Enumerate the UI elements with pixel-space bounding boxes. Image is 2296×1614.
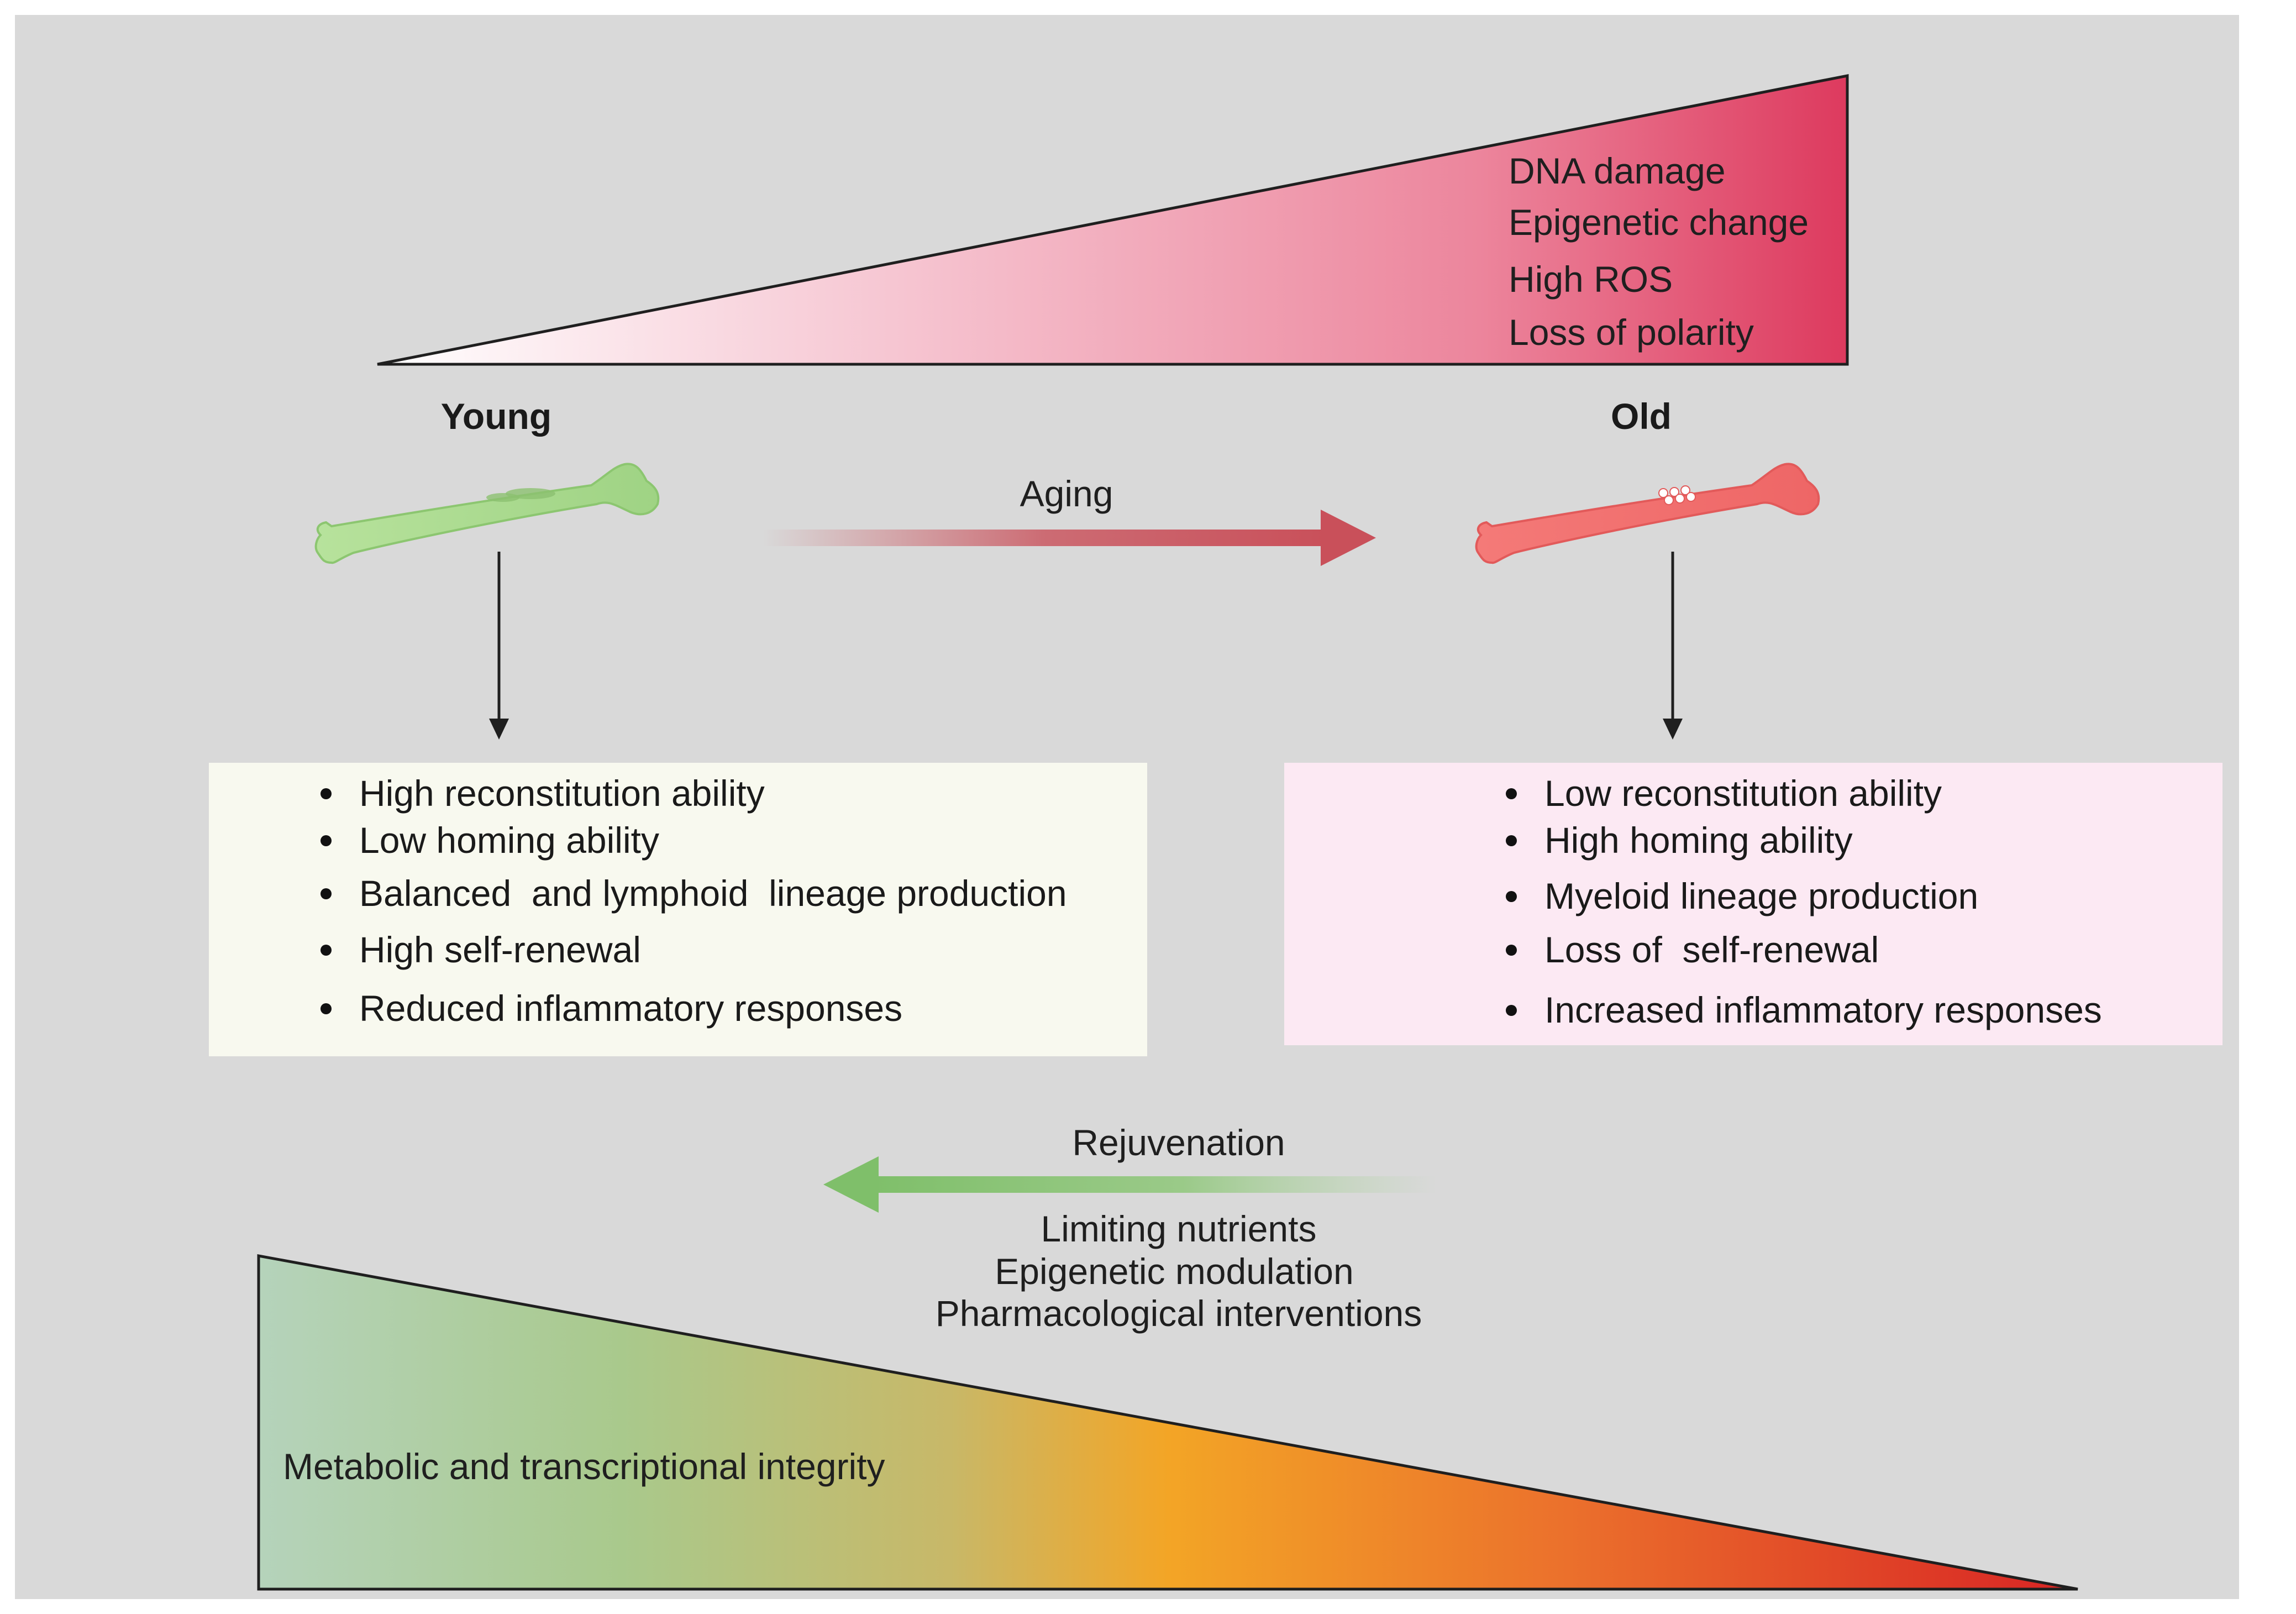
old-traits-panel: Low reconstitution ability High homing a… [1284, 763, 2223, 1045]
bullet-icon [1506, 945, 1517, 956]
young-label: Young [440, 396, 552, 437]
aging-arrow [763, 510, 1376, 566]
aging-factor-2: High ROS [1509, 259, 1673, 300]
old-trait-item: Increased inflammatory responses [1506, 992, 2102, 1028]
rejuvenation-label: Rejuvenation [1072, 1122, 1285, 1163]
young-traits-panel-bg [209, 763, 1147, 1056]
rejuvenation-arrow [823, 1156, 1437, 1213]
old-trait-item: Low reconstitution ability [1506, 775, 1942, 811]
young-trait-item: Balanced and lymphoid lineage production [321, 875, 1067, 911]
aging-factor-0: DNA damage [1509, 150, 1726, 191]
old-trait-item: Myeloid lineage production [1506, 878, 1978, 914]
old-bone-icon [1475, 463, 1820, 564]
young-down-arrow [489, 552, 509, 740]
bullet-icon [321, 888, 332, 899]
bullet-icon [1506, 835, 1517, 846]
intervention-0: Limiting nutrients [1041, 1208, 1317, 1249]
old-down-arrow [1663, 552, 1683, 740]
bullet-icon [1506, 1005, 1517, 1016]
aging-arrow-label: Aging [1020, 473, 1113, 514]
aging-factors-triangle [377, 74, 1849, 366]
young-trait-item: High reconstitution ability [321, 775, 765, 811]
integrity-label: Metabolic and transcriptional integrity [283, 1446, 885, 1487]
young-bone-icon [314, 463, 660, 564]
young-trait-item: Low homing ability [321, 822, 659, 858]
integrity-triangle [257, 1254, 2078, 1591]
bullet-icon [321, 1003, 332, 1014]
young-traits-panel: High reconstitution ability Low homing a… [209, 763, 1147, 1056]
old-label: Old [1611, 396, 1672, 437]
bullet-icon [321, 945, 332, 956]
young-trait-item: Reduced inflammatory responses [321, 990, 902, 1026]
aging-factor-3: Loss of polarity [1509, 312, 1754, 353]
intervention-2: Pharmacological interventions [935, 1293, 1422, 1334]
bullet-icon [1506, 891, 1517, 902]
old-trait-item: Loss of self-renewal [1506, 931, 1879, 968]
young-trait-item: High self-renewal [321, 931, 641, 968]
bullet-icon [321, 835, 332, 846]
bullet-icon [321, 788, 332, 799]
intervention-1: Epigenetic modulation [995, 1251, 1354, 1292]
old-trait-item: High homing ability [1506, 822, 1853, 858]
bullet-icon [1506, 788, 1517, 799]
aging-factor-1: Epigenetic change [1509, 202, 1809, 243]
old-traits-panel-bg [1284, 763, 2223, 1045]
